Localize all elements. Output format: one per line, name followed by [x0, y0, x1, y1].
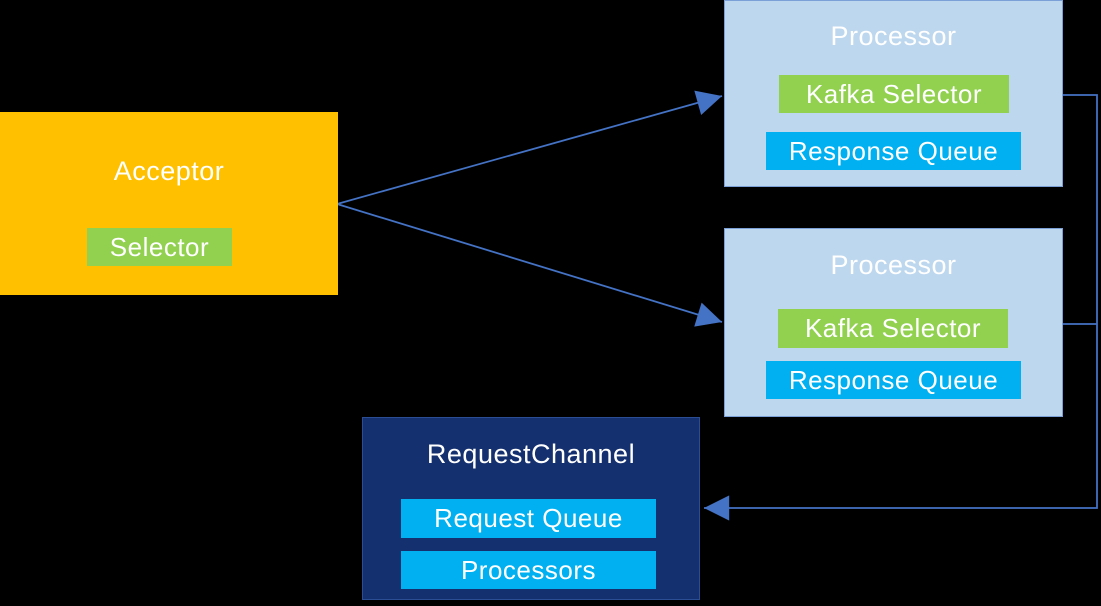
processor-bottom-response-queue-box: Response Queue — [766, 361, 1021, 399]
processor-top-response-queue-label: Response Queue — [788, 135, 999, 166]
processor-top-kafka-selector-label: Kafka Selector — [805, 78, 983, 109]
processor-top-node: Processor Kafka Selector Response Queue — [724, 0, 1063, 187]
acceptor-selector-label: Selector — [109, 231, 210, 262]
processor-bottom-kafka-selector-box: Kafka Selector — [778, 309, 1008, 348]
acceptor-selector-box: Selector — [87, 228, 232, 266]
request-channel-request-queue-box: Request Queue — [401, 499, 656, 538]
processor-top-title: Processor — [830, 21, 957, 51]
connector-acceptor-to-processor-bottom — [336, 203, 723, 327]
request-channel-processors-box: Processors — [401, 551, 656, 589]
request-channel-processors-label: Processors — [460, 554, 597, 585]
processor-top-kafka-selector-box: Kafka Selector — [779, 75, 1009, 113]
connector-acceptor-to-processor-top — [336, 90, 723, 205]
processor-bottom-kafka-selector-label: Kafka Selector — [804, 313, 982, 343]
processor-bottom-title: Processor — [830, 250, 957, 280]
acceptor-node: Acceptor Selector — [0, 112, 338, 295]
acceptor-title: Acceptor — [113, 156, 225, 186]
request-channel-title: RequestChannel — [426, 439, 636, 469]
processor-bottom-node: Processor Kafka Selector Response Queue — [724, 228, 1063, 417]
processor-top-response-queue-box: Response Queue — [766, 132, 1021, 170]
request-channel-request-queue-label: Request Queue — [434, 503, 623, 533]
request-channel-node: RequestChannel Request Queue Processors — [362, 417, 700, 600]
processor-bottom-response-queue-label: Response Queue — [788, 364, 999, 395]
